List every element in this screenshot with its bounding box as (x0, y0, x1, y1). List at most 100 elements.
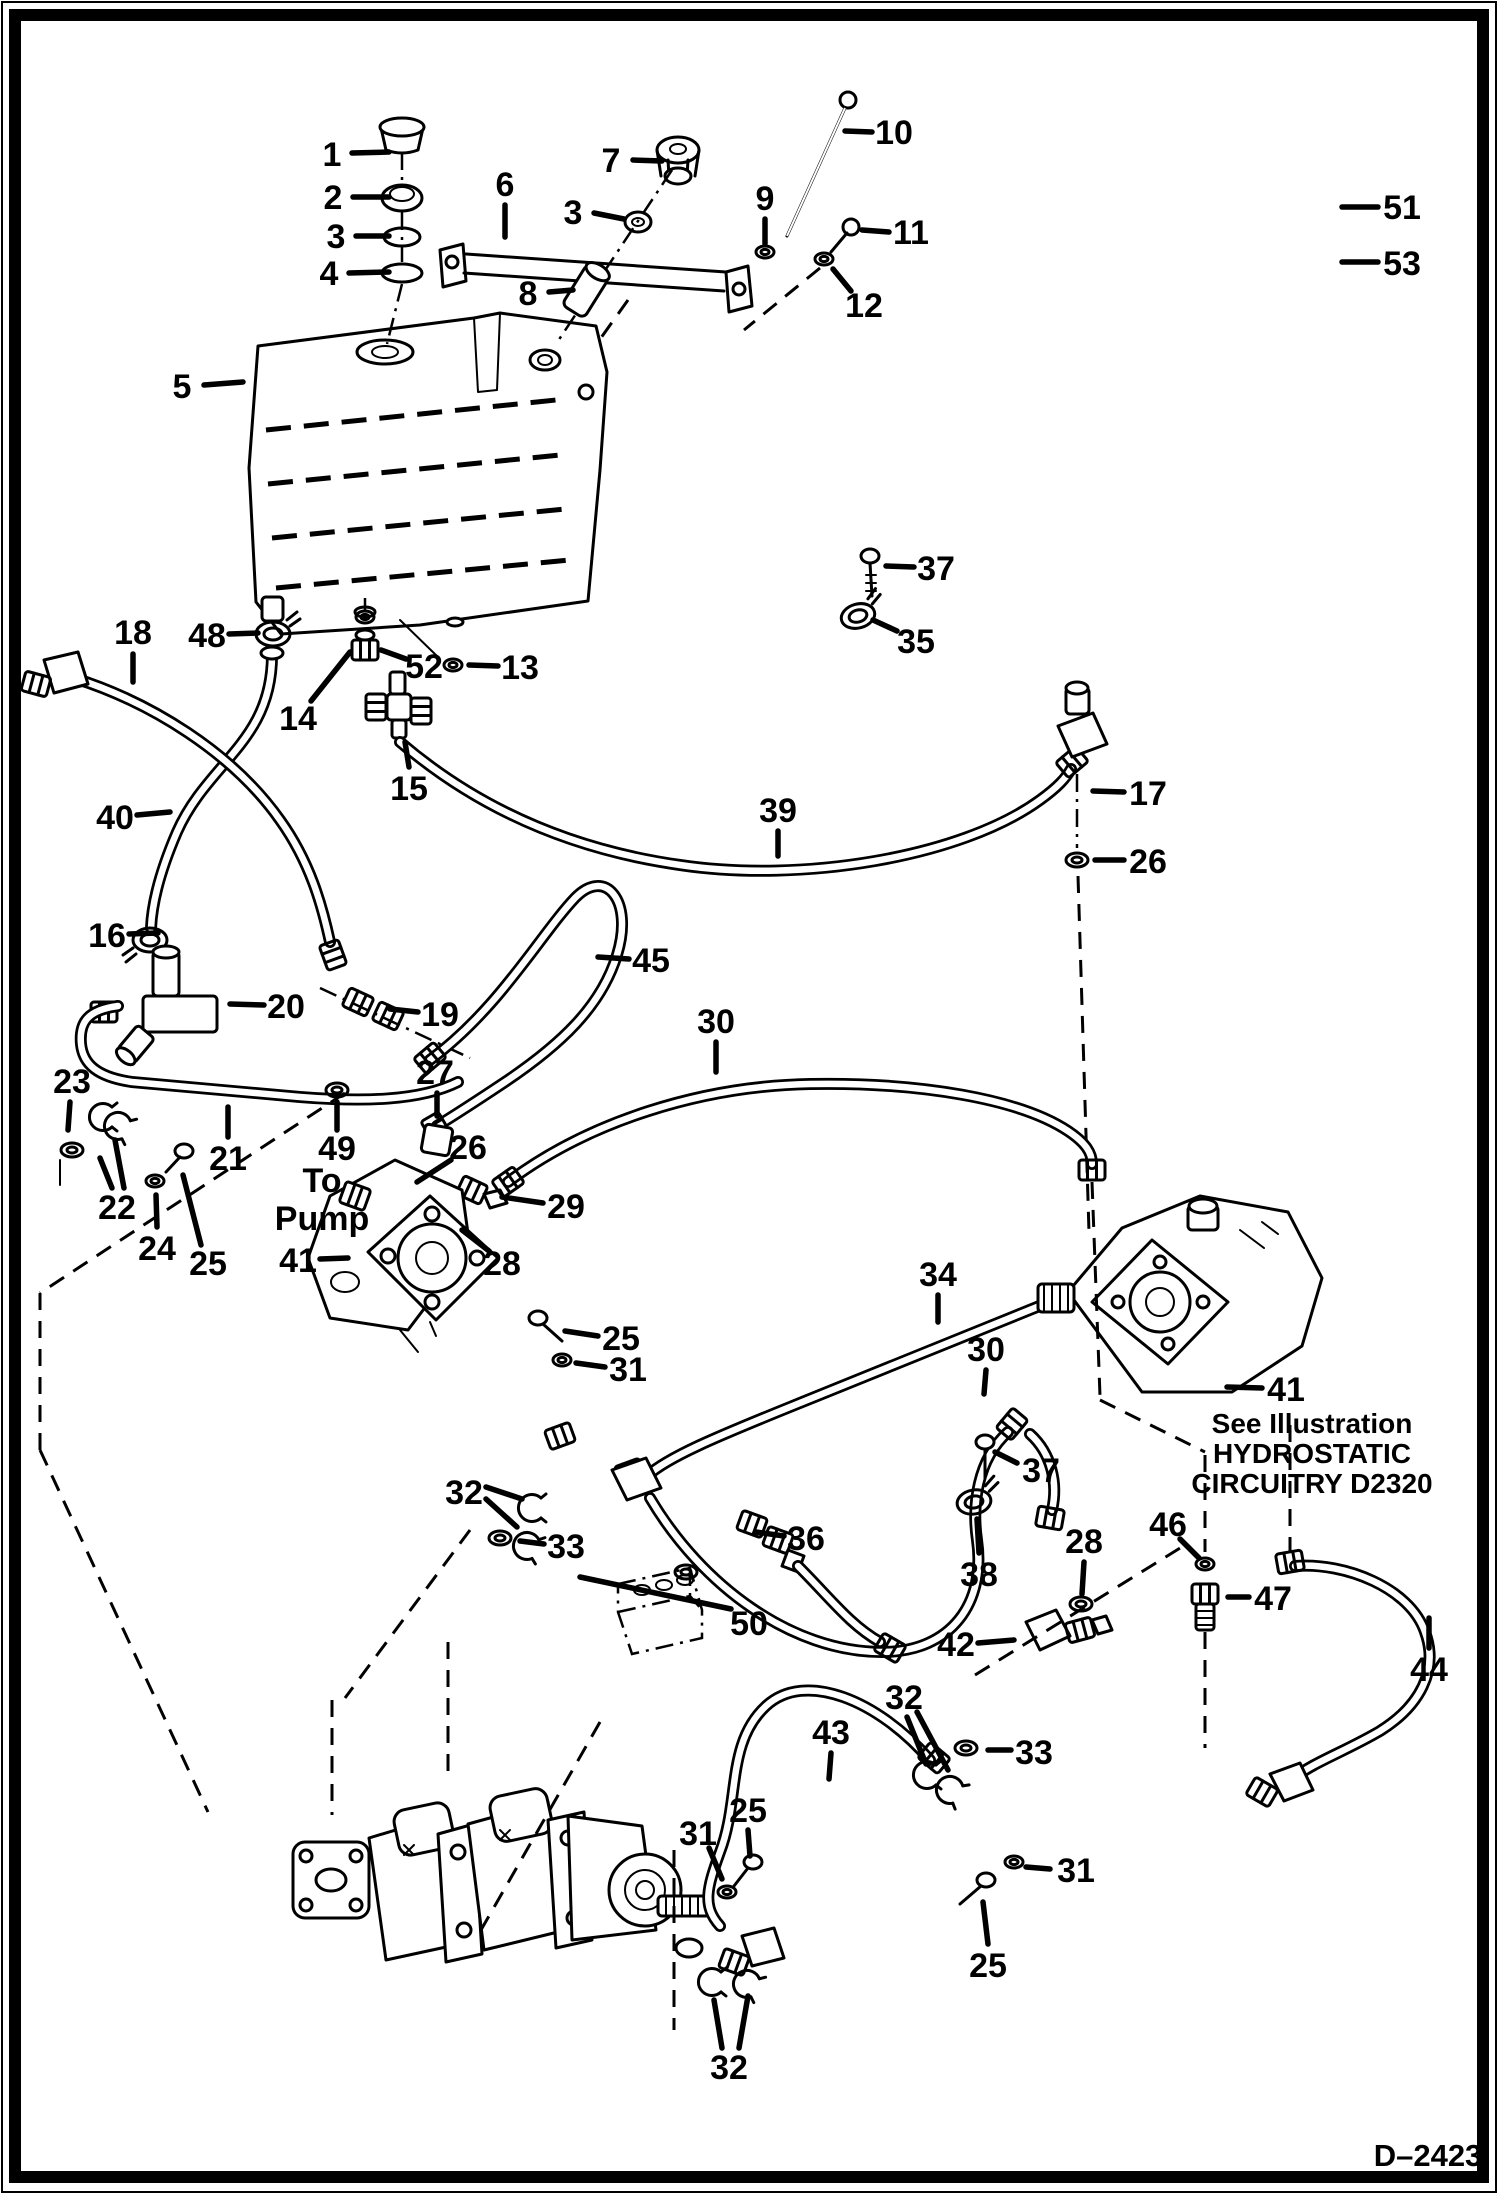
callout-number: 1 (323, 136, 342, 174)
callout-leader (562, 1328, 601, 1339)
left-pump-circuit (59, 880, 1107, 1353)
callout-42: 42 (937, 1626, 1017, 1664)
callout-4: 4 (320, 255, 392, 293)
callout-35: 35 (870, 617, 935, 661)
callout-44: 44 (1410, 1615, 1448, 1689)
callout-25: 25 (180, 1172, 227, 1283)
callout-25: 25 (729, 1792, 767, 1859)
callout-number: 33 (547, 1528, 585, 1566)
callout-number: 49 (318, 1130, 356, 1168)
callout-number: 3 (564, 194, 583, 232)
callout-number: 4 (320, 255, 339, 293)
callout-number: 31 (609, 1351, 647, 1389)
callout-7: 7 (602, 142, 665, 180)
callout-number: 26 (1129, 843, 1167, 881)
callout-number: 6 (496, 166, 515, 204)
callout-leader (414, 1157, 454, 1185)
callout-22: 22 (97, 1137, 136, 1227)
callout-5: 5 (173, 368, 246, 406)
callout-53: 53 (1339, 245, 1421, 283)
callout-number: 25 (602, 1320, 640, 1358)
callout-15: 15 (390, 739, 428, 808)
callout-19: 19 (387, 996, 459, 1034)
callout-47: 47 (1225, 1580, 1292, 1618)
fitting-52-and-tee-15 (350, 598, 464, 740)
callout-number: 26 (449, 1129, 487, 1167)
callout-leader (180, 1172, 204, 1248)
callout-32: 32 (885, 1679, 951, 1773)
callout-12: 12 (830, 266, 883, 325)
to-pump-note-line: To (302, 1162, 341, 1200)
callout-number: 25 (969, 1947, 1007, 1985)
callout-number: 32 (710, 2049, 748, 2087)
callout-31: 31 (679, 1815, 725, 1882)
callout-number: 11 (893, 214, 929, 252)
callout-41: 41 (279, 1242, 351, 1280)
callout-29: 29 (499, 1188, 585, 1226)
callout-38: 38 (960, 1516, 998, 1594)
callout-30: 30 (697, 1003, 735, 1075)
callout-13: 13 (466, 649, 539, 687)
callout-leader (591, 210, 627, 222)
callout-leader (992, 1449, 1020, 1466)
callout-leader (974, 1516, 982, 1556)
callout-leader (753, 1529, 787, 1539)
callout-number: 30 (697, 1003, 735, 1041)
callout-number: 29 (547, 1188, 585, 1226)
callout-leader (387, 1006, 421, 1015)
callout-number: 13 (501, 649, 539, 687)
callout-leader (595, 954, 632, 962)
callout-number: 14 (279, 700, 317, 738)
construction-lines (38, 299, 1292, 2030)
callout-number: 25 (189, 1245, 227, 1283)
callout-number: 27 (416, 1054, 454, 1092)
callout-leader (378, 647, 409, 662)
callout-leader (227, 1001, 267, 1008)
callout-number: 52 (405, 648, 443, 686)
callout-number: 48 (188, 617, 226, 655)
callout-36: 36 (753, 1520, 825, 1558)
callout-leader (517, 1538, 547, 1547)
callout-leader (153, 1192, 160, 1230)
callout-number: 41 (1267, 1371, 1305, 1409)
hydraulic-tank-assembly (247, 90, 861, 636)
callout-number: 51 (1383, 189, 1421, 227)
callout-leader (499, 1194, 546, 1206)
motor-41-right (1036, 1194, 1324, 1394)
callout-43: 43 (812, 1714, 850, 1782)
callout-leader (466, 662, 501, 669)
callout-number: 37 (1022, 1452, 1060, 1490)
callout-17: 17 (1090, 775, 1167, 813)
callout-16: 16 (88, 917, 161, 955)
callout-number: 10 (875, 114, 913, 152)
callout-leader (830, 266, 854, 294)
callout-37: 37 (992, 1449, 1060, 1490)
callout-number: 23 (53, 1063, 91, 1101)
pump-41-left (306, 1158, 500, 1353)
callout-number: 38 (960, 1556, 998, 1594)
callout-leader (630, 157, 665, 164)
callout-number: 7 (602, 142, 621, 180)
callout-number: 47 (1254, 1580, 1292, 1618)
supply-lines (19, 598, 464, 1106)
callout-27: 27 (416, 1054, 454, 1119)
callout-33: 33 (517, 1528, 585, 1566)
callout-leader (483, 1484, 525, 1502)
callout-leader (134, 809, 173, 818)
callout-leader (975, 1637, 1017, 1646)
callout-number: 30 (967, 1331, 1005, 1369)
callout-leader (745, 1827, 753, 1859)
callout-45: 45 (595, 942, 670, 980)
callout-number: 32 (885, 1679, 923, 1717)
callout-leader (546, 287, 576, 295)
callout-leader (706, 1845, 725, 1882)
callout-leader (980, 1899, 991, 1947)
callout-leader (112, 1137, 127, 1191)
callout-leader (577, 1574, 734, 1612)
callout-number: 22 (98, 1189, 136, 1227)
